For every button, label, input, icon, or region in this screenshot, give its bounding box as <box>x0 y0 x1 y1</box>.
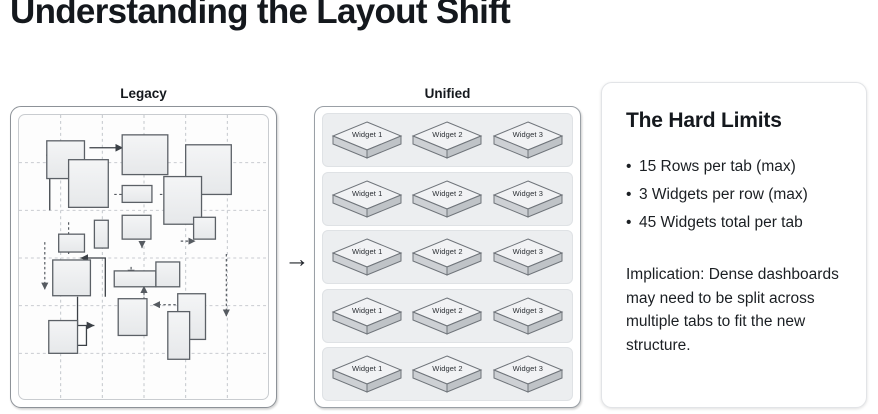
widget-cube-icon <box>331 179 403 218</box>
widget-cube-icon <box>412 296 483 335</box>
widget-row: Widget 1 Widget 2 Widget 3 <box>322 347 573 401</box>
widget-block[interactable]: Widget 1 <box>330 236 404 278</box>
widget-block[interactable]: Widget 2 <box>410 295 484 337</box>
widget-row: Widget 1 Widget 2 Widget 3 <box>322 113 573 167</box>
widget-cube-icon <box>492 355 564 393</box>
transition-arrow-icon: → <box>284 245 310 273</box>
hard-limits-implication: Implication: Dense dashboards may need t… <box>626 266 839 354</box>
legacy-layout-diagram <box>19 115 268 399</box>
list-item: 45 Widgets total per tab <box>626 209 842 237</box>
widget-cube-icon <box>331 296 403 335</box>
widget-block[interactable]: Widget 2 <box>410 178 484 220</box>
legacy-column-caption: Legacy <box>120 86 167 101</box>
widget-row: Widget 1 Widget 2 Widget 3 <box>322 171 573 226</box>
unified-column-caption: Unified <box>424 86 471 101</box>
widget-block[interactable]: Widget 1 <box>330 119 404 161</box>
widget-cube-icon <box>331 238 403 276</box>
legacy-layout-inner-frame <box>18 114 269 400</box>
widget-block[interactable]: Widget 1 <box>330 178 404 220</box>
list-item: 3 Widgets per row (max) <box>626 181 842 209</box>
widget-cube-icon <box>412 238 483 276</box>
widget-block[interactable]: Widget 3 <box>491 236 565 278</box>
widget-block[interactable]: Widget 2 <box>410 236 484 278</box>
widget-block[interactable]: Widget 3 <box>491 353 565 395</box>
hard-limits-title: The Hard Limits <box>626 109 782 132</box>
unified-layout-panel: Widget 1 Widget 2 Widget 3 <box>314 106 581 408</box>
widget-cube-icon <box>412 121 483 159</box>
legacy-layout-panel <box>10 106 277 408</box>
widget-cube-icon <box>492 238 564 276</box>
widget-cube-icon <box>492 179 564 218</box>
widget-block[interactable]: Widget 3 <box>491 178 565 220</box>
widget-cube-icon <box>412 355 483 393</box>
page-title: Understanding the Layout Shift <box>10 0 511 31</box>
widget-block[interactable]: Widget 2 <box>410 353 484 395</box>
widget-block[interactable]: Widget 3 <box>491 295 565 337</box>
widget-cube-icon <box>331 121 403 159</box>
widget-cube-icon <box>412 179 483 218</box>
widget-block[interactable]: Widget 3 <box>491 119 565 161</box>
hard-limits-list: 15 Rows per tab (max) 3 Widgets per row … <box>626 153 842 237</box>
list-item: 15 Rows per tab (max) <box>626 153 842 181</box>
widget-block[interactable]: Widget 1 <box>330 295 404 337</box>
widget-block[interactable]: Widget 1 <box>330 353 404 395</box>
hard-limits-card: The Hard Limits 15 Rows per tab (max) 3 … <box>601 82 867 408</box>
widget-row: Widget 1 Widget 2 Widget 3 <box>322 230 573 284</box>
widget-cube-icon <box>492 121 564 159</box>
widget-row: Widget 1 Widget 2 Widget 3 <box>322 288 573 343</box>
widget-cube-icon <box>492 296 564 335</box>
widget-block[interactable]: Widget 2 <box>410 119 484 161</box>
widget-cube-icon <box>331 355 403 393</box>
